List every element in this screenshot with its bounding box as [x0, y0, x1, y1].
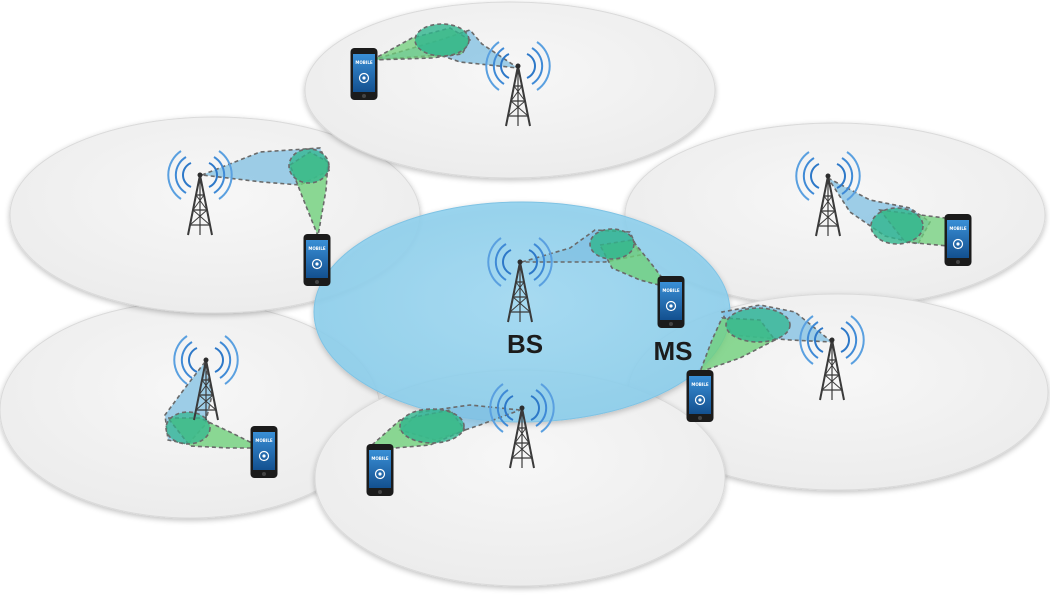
phone-screen-text: MOBILE — [355, 60, 372, 65]
beam-bottom-left — [164, 360, 263, 449]
phone-screen-text: MOBILE — [308, 246, 325, 251]
phone-screen-text: MOBILE — [371, 456, 388, 461]
mobile-phone-icon: MOBILE — [302, 233, 332, 287]
phone-screen-text: MOBILE — [662, 288, 679, 293]
mobile-phone-icon: MOBILE — [685, 369, 715, 423]
mobile-phone-icon: MOBILE — [249, 425, 279, 479]
phone-screen-text: MOBILE — [949, 226, 966, 231]
mobile-station-label: MS — [654, 336, 693, 366]
beam-top — [371, 23, 519, 69]
beam-upper-left — [201, 147, 332, 239]
phone-screen-text: MOBILE — [691, 382, 708, 387]
phone-screen-text: MOBILE — [255, 438, 272, 443]
mobile-phone-icon: MOBILE — [656, 275, 686, 329]
mobile-phone-icon: MOBILE — [349, 47, 379, 101]
base-station-label: BS — [507, 329, 543, 359]
mobile-phone-icon: MOBILE — [943, 213, 973, 267]
beam-lower-right — [698, 304, 835, 374]
mobile-phone-icon: MOBILE — [365, 443, 395, 497]
